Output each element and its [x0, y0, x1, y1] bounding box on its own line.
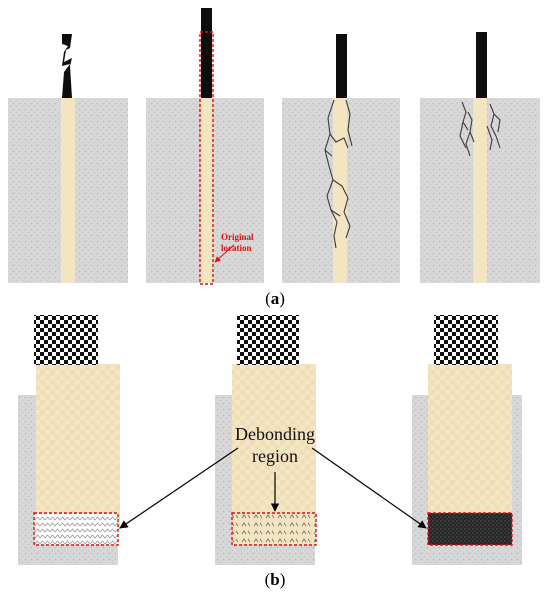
panel-a3-fiber-cracking [282, 34, 400, 283]
panel-b3-interface-debonding-dark [412, 315, 522, 565]
caption-a-letter: a [270, 289, 280, 308]
caption-b-letter: b [270, 570, 280, 589]
panel-a2-fiber-pullout [146, 8, 264, 285]
original-location-label-line1: Original [221, 232, 254, 242]
caption-b: (b) [264, 570, 286, 589]
panel-b1-interface-debonding-white [18, 315, 120, 565]
arrow-to-b1 [119, 447, 239, 529]
original-location-label-line2: location [221, 243, 252, 253]
panel-a4-interface-cracking [420, 32, 540, 283]
debonding-label-line2: region [252, 446, 298, 466]
arrow-to-b3 [311, 447, 427, 529]
panel-b2-interface-debonding-fiber [215, 315, 317, 565]
debonding-label-line1: Debonding [235, 424, 315, 444]
panel-a1-fiber-rupture [8, 34, 128, 283]
caption-a: (a) [265, 289, 285, 308]
